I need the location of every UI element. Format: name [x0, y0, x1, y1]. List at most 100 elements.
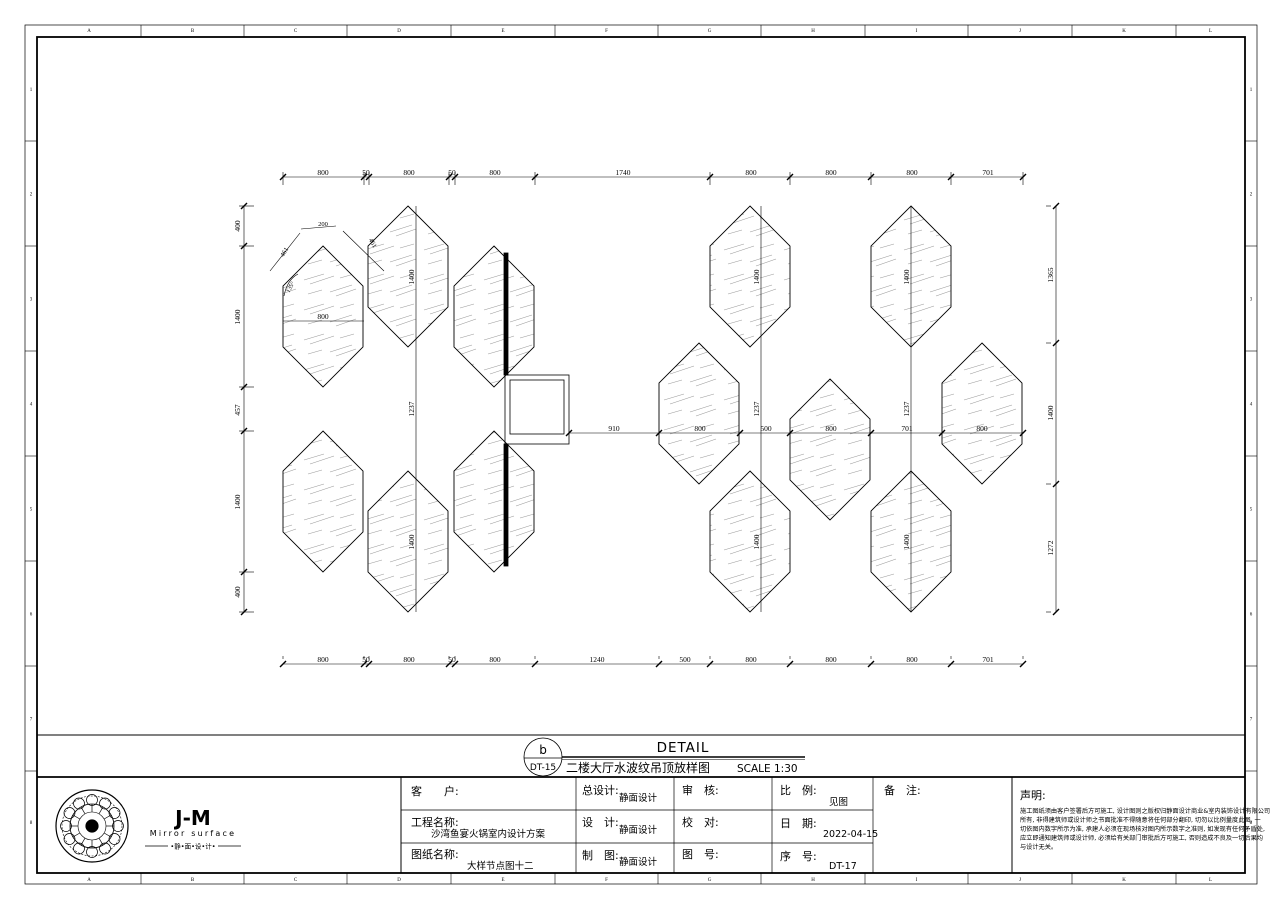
- statement-line-2: 所有, 非得建筑师或设计师之书面批准不得随意将任何部分翻印, 切勿以比例量度此图…: [1020, 816, 1261, 824]
- center-dimension-tick: [786, 429, 794, 437]
- detail-title: b DT-15 DETAIL 二楼大厅水波纹吊顶放样图 SCALE 1:30: [37, 734, 1245, 778]
- project-label: 工程名称:: [411, 815, 459, 829]
- chamfer-annotation: [269, 225, 385, 297]
- dim-bottom-2: 50: [362, 655, 370, 664]
- dim-center-800-f: 800: [694, 424, 706, 433]
- logo-petal: [63, 833, 76, 845]
- dim-bottom-3: 800: [403, 655, 415, 664]
- dimension-tick: [279, 660, 287, 668]
- dim-top-5: 800: [489, 168, 501, 177]
- dimension-tick: [360, 173, 368, 181]
- frame-row-label-left: 7: [30, 718, 33, 723]
- dim-panel-height-i: 1400: [902, 269, 911, 284]
- frame-col-label-bottom: H: [811, 878, 815, 883]
- dimension-tick: [531, 660, 539, 668]
- ripple-ceiling-panel: [658, 342, 740, 485]
- logo-spoke: [80, 837, 86, 846]
- dim-left-1: 400: [233, 220, 242, 232]
- dimension-tick: [445, 173, 453, 181]
- dim-right-1: 1365: [1046, 267, 1055, 282]
- logo-spoke: [98, 806, 104, 815]
- frame-col-label-top: I: [916, 29, 918, 34]
- ripple-ceiling-panel: [367, 470, 449, 613]
- ripple-ceiling-panel: [789, 378, 871, 521]
- dimension-tick: [867, 173, 875, 181]
- dimension-tick: [451, 660, 459, 668]
- dim-center-701: 701: [901, 424, 913, 433]
- access-box-inner: [509, 379, 565, 435]
- frame-col-label-top: H: [811, 29, 815, 34]
- ripple-ceiling-panel: [709, 205, 791, 348]
- center-dimension-tick: [736, 429, 744, 437]
- frame-col-label-top: L: [1209, 29, 1212, 34]
- center-dimension-tick: [938, 429, 946, 437]
- company-logo: J-M Mirror surface •静•面•设•计•: [55, 789, 241, 863]
- scale-value: 见图: [829, 797, 848, 808]
- frame-row-label-left: 6: [30, 613, 33, 618]
- dimension-tick: [240, 383, 248, 391]
- logo-spoke: [72, 832, 81, 838]
- frame-col-label-bottom: E: [501, 878, 504, 883]
- client-label: 客 户:: [411, 784, 459, 798]
- dimension-tick: [706, 660, 714, 668]
- ceiling-plan: [239, 172, 1060, 668]
- center-dimension-tick: [1019, 429, 1027, 437]
- detail-heading: DETAIL: [657, 740, 710, 756]
- center-dimension-tick: [565, 429, 573, 437]
- frame-col-label-top: C: [294, 29, 298, 34]
- dimension-tick: [365, 173, 373, 181]
- dimension-tick: [240, 202, 248, 210]
- ripple-ceiling-panel: [282, 430, 364, 573]
- dimension-tick: [1052, 339, 1060, 347]
- dim-panel-height-g2: 1400: [752, 534, 761, 549]
- dim-left-5: 400: [233, 586, 242, 598]
- drawing-label: 图纸名称:: [411, 847, 459, 861]
- chief-label: 总设计:: [582, 783, 619, 797]
- logo-petal: [99, 797, 111, 810]
- check-label: 校 对:: [682, 815, 719, 829]
- frame-col-label-bottom: J: [1019, 878, 1021, 883]
- dimension-tick: [279, 173, 287, 181]
- dim-panel-width-a: 800: [317, 312, 329, 321]
- statement-line-1: 施工图纸须由客户签署后方可施工, 设计图则之版权归静面设计商业&室内装饰设计有限…: [1020, 807, 1270, 815]
- dimension-tick: [1052, 480, 1060, 488]
- dimension-tick: [947, 660, 955, 668]
- dimension-tick: [451, 173, 459, 181]
- scale-label: 比 例:: [780, 783, 817, 797]
- frame-col-label-top: E: [501, 29, 504, 34]
- dimension-tick: [531, 173, 539, 181]
- dim-bottom-9: 800: [825, 655, 837, 664]
- frame-col-label-bottom: C: [294, 878, 298, 883]
- light-slot: [503, 252, 509, 376]
- dimension-tick: [240, 427, 248, 435]
- frame-col-label-bottom: D: [397, 878, 401, 883]
- frame-row-label-left: 4: [30, 403, 33, 408]
- mandala-logo-icon: [55, 789, 129, 863]
- access-box-outer: [504, 374, 570, 445]
- frame-row-label-right: 4: [1250, 403, 1253, 408]
- dim-panel-height-b2: 1400: [407, 534, 416, 549]
- dimension-tick: [867, 660, 875, 668]
- logo-spoke: [80, 806, 86, 815]
- dim-left-3: 457: [233, 404, 242, 416]
- dim-top-8: 800: [825, 168, 837, 177]
- statement-line-4: 应立即通知建筑师或设计师, 必须给有关部门审批后方可施工, 否则造成不良及一切后…: [1020, 834, 1263, 842]
- dim-right-2: 1400: [1046, 405, 1055, 420]
- dim-right-3: 1272: [1046, 540, 1055, 555]
- dimension-tick: [947, 173, 955, 181]
- logo-petal: [99, 842, 111, 855]
- dim-center-500: 500: [760, 424, 772, 433]
- dim-top-7: 800: [745, 168, 757, 177]
- detail-scale: SCALE 1:30: [737, 763, 798, 775]
- dim-top-3: 800: [403, 168, 415, 177]
- dim-bottom-8: 800: [745, 655, 757, 664]
- center-dimension-tick: [655, 429, 663, 437]
- statement-line-5: 与设计无关。: [1020, 843, 1057, 851]
- dimension-tick: [786, 173, 794, 181]
- dimension-tick: [706, 173, 714, 181]
- logo-spoke: [103, 832, 112, 838]
- frame-row-label-right: 3: [1250, 298, 1253, 303]
- frame-col-label-bottom: F: [605, 878, 608, 883]
